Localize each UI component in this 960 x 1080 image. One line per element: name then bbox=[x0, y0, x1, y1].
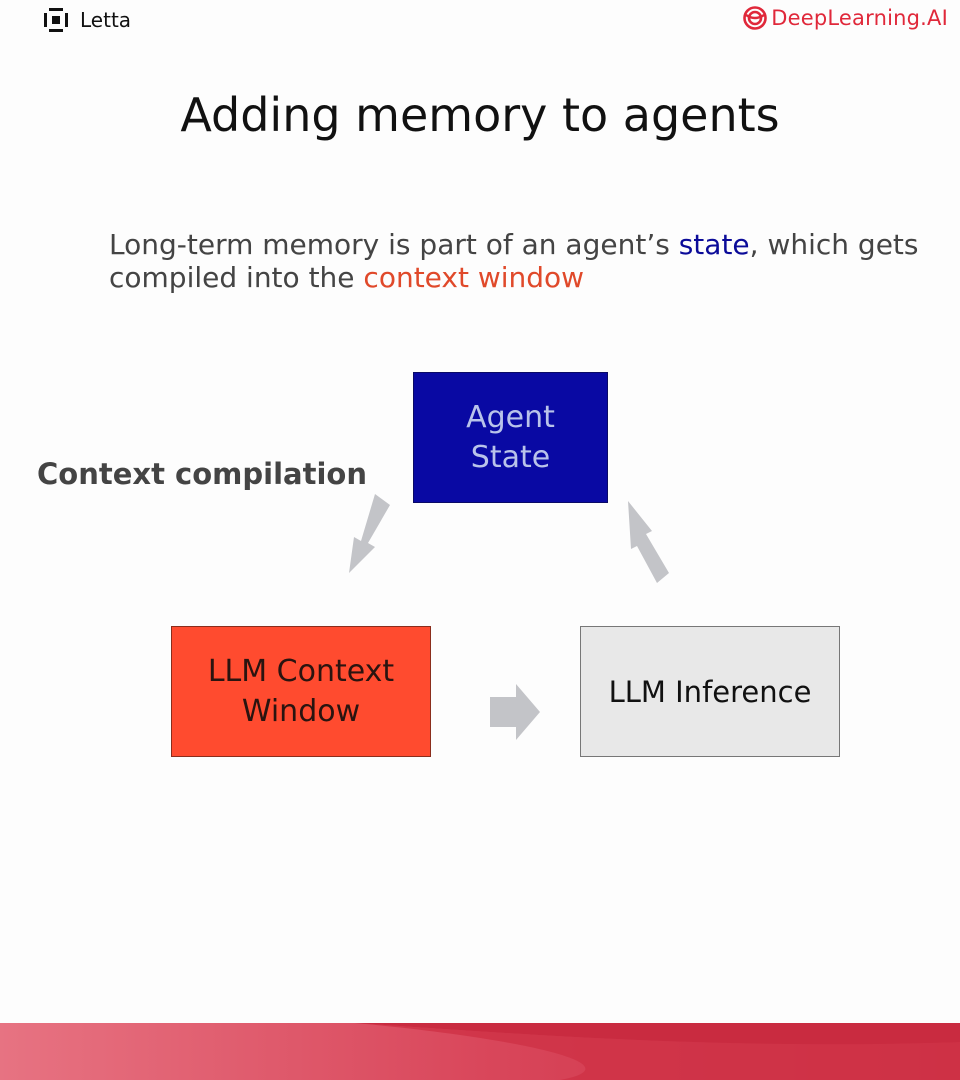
agent-state-line2: State bbox=[470, 439, 551, 475]
slide-title: Adding memory to agents bbox=[180, 88, 780, 142]
llm-context-window-box: LLM Context Window bbox=[171, 626, 431, 757]
arrow-context-to-inference-icon bbox=[490, 684, 540, 740]
subtitle-text-part2: , which gets compiled into the bbox=[109, 228, 919, 294]
context-window-line2: Window bbox=[241, 693, 361, 729]
context-window-line1: LLM Context bbox=[207, 653, 395, 689]
llm-inference-label: LLM Inference bbox=[608, 674, 812, 709]
letta-logo: Letta bbox=[44, 8, 131, 32]
arrow-inference-to-state-icon bbox=[628, 501, 669, 583]
agent-state-line1: Agent bbox=[466, 399, 555, 435]
subtitle-context-window-highlight: context window bbox=[363, 261, 585, 294]
slide-subtitle: Long-term memory is part of an agent’s s… bbox=[109, 228, 929, 294]
agent-state-box: Agent State bbox=[413, 372, 608, 503]
deeplearning-ai-logo: DeepLearning.AI bbox=[743, 6, 948, 30]
letta-logo-icon bbox=[44, 8, 68, 32]
letta-brand-text: Letta bbox=[80, 8, 132, 32]
context-compilation-label: Context compilation bbox=[37, 457, 367, 491]
deeplearning-logo-icon bbox=[743, 6, 768, 30]
subtitle-state-highlight: state bbox=[678, 228, 750, 261]
footer-wave-band bbox=[0, 1023, 960, 1080]
llm-inference-box: LLM Inference bbox=[580, 626, 840, 757]
deeplearning-brand-text: DeepLearning.AI bbox=[771, 6, 948, 30]
subtitle-text-part1: Long-term memory is part of an agent’s bbox=[109, 228, 679, 261]
arrow-state-to-context-icon bbox=[349, 494, 390, 573]
